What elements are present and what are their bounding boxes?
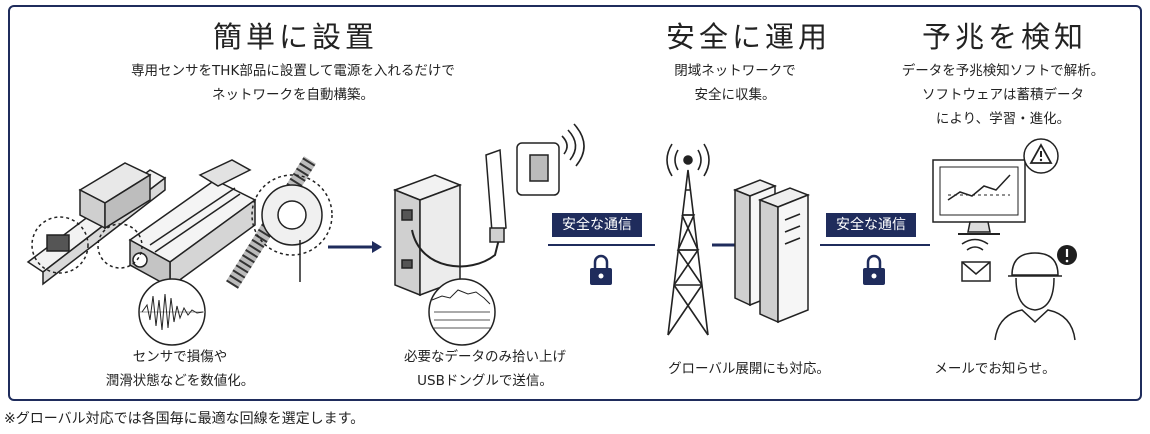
desc-detect-signs: データを予兆検知ソフトで解析。 ソフトウェアは蓄積データ により、学習・進化。	[888, 59, 1118, 131]
actuator-icon	[97, 159, 257, 289]
lock-icon	[863, 254, 885, 285]
caption-sensor: センサで損傷や 潤滑状態などを数値化。	[95, 345, 265, 393]
lock-icon	[590, 254, 612, 285]
title-easy-install: 簡単に設置	[213, 20, 379, 54]
secure-comm-badge: 安全な通信	[826, 213, 916, 237]
gateway-box-icon	[392, 174, 501, 297]
diagram-frame	[8, 5, 1142, 401]
radio-tower-icon	[666, 143, 710, 336]
ball-screw-icon	[226, 156, 333, 289]
desc-line: 専用センサをTHK部品に設置して電源を入れるだけで	[131, 63, 455, 79]
desc-line: 安全に収集。	[694, 87, 776, 103]
data-graph-icon	[428, 278, 496, 346]
desc-easy-install: 専用センサをTHK部品に設置して電源を入れるだけで ネットワークを自動構築。	[113, 59, 473, 107]
wifi-signal-icon	[561, 123, 585, 167]
caption-mail: メールでお知らせ。	[934, 361, 1056, 377]
connector-lines	[548, 243, 930, 247]
title-safe-operation: 安全に運用	[666, 20, 832, 54]
sim-card-icon	[516, 142, 560, 196]
server-icon	[732, 179, 811, 324]
worker-helmet-icon	[994, 252, 1076, 341]
desc-safe-operation: 閉域ネットワークで 安全に収集。	[660, 59, 810, 107]
caption-line: センサで損傷や	[132, 349, 228, 365]
caption-dongle: 必要なデータのみ拾い上げ USBドングルで送信。	[385, 345, 585, 393]
desc-line: により、学習・進化。	[935, 111, 1071, 127]
usb-dongle-icon	[485, 148, 507, 243]
desc-line: データを予兆検知ソフトで解析。	[901, 63, 1105, 79]
warning-icon	[1023, 138, 1059, 174]
desc-line: ソフトウェアは蓄積データ	[922, 87, 1084, 103]
footnote: ※グローバル対応では各国毎に最適な回線を選定します。	[4, 411, 365, 427]
lm-guide-icon	[26, 162, 167, 286]
secure-comm-badge: 安全な通信	[552, 213, 642, 237]
arrow-right-icon	[328, 241, 382, 253]
caption-line: 潤滑状態などを数値化。	[105, 373, 255, 389]
mail-icon	[961, 238, 991, 282]
title-detect-signs: 予兆を検知	[922, 20, 1088, 54]
desc-line: ネットワークを自動構築。	[212, 87, 374, 103]
vibration-wave-icon	[138, 278, 206, 346]
caption-global: グローバル展開にも対応。	[668, 361, 830, 377]
caption-line: USBドングルで送信。	[417, 373, 553, 389]
desc-line: 閉域ネットワークで	[674, 63, 796, 79]
monitor-chart-icon	[932, 159, 1026, 235]
caption-line: 必要なデータのみ拾い上げ	[404, 349, 566, 365]
exclamation-icon	[1057, 245, 1077, 265]
